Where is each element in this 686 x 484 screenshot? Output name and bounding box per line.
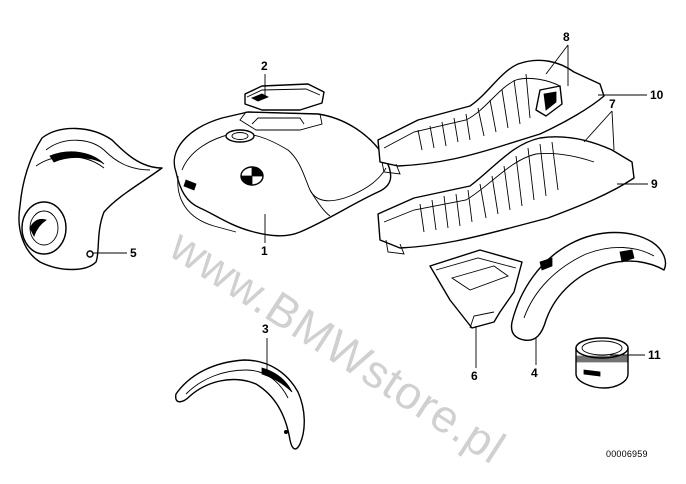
callout-1: 1 bbox=[261, 244, 268, 258]
callout-2: 2 bbox=[261, 59, 268, 73]
callout-5: 5 bbox=[130, 246, 137, 260]
callout-9: 9 bbox=[651, 177, 658, 191]
callout-11: 11 bbox=[648, 348, 661, 362]
fuel-tank-part[interactable] bbox=[173, 111, 392, 237]
callout-3: 3 bbox=[262, 322, 269, 336]
paint-tin-part[interactable] bbox=[575, 337, 629, 389]
seat-upper-part[interactable] bbox=[377, 59, 605, 175]
callout-4: 4 bbox=[531, 366, 538, 380]
callout-10: 10 bbox=[650, 88, 664, 102]
callout-7: 7 bbox=[609, 97, 616, 111]
front-mudguard-part[interactable] bbox=[175, 359, 305, 450]
side-cover-part[interactable] bbox=[429, 249, 523, 329]
document-number: 00006959 bbox=[606, 449, 648, 459]
callout-8: 8 bbox=[563, 30, 570, 44]
tank-lid-part[interactable] bbox=[244, 83, 325, 111]
headlight-fairing-part[interactable] bbox=[18, 127, 163, 271]
callout-6: 6 bbox=[471, 369, 478, 383]
rear-mudguard-part[interactable] bbox=[510, 231, 667, 341]
seat-lower-part[interactable] bbox=[377, 136, 635, 255]
leader-lines bbox=[92, 44, 648, 370]
